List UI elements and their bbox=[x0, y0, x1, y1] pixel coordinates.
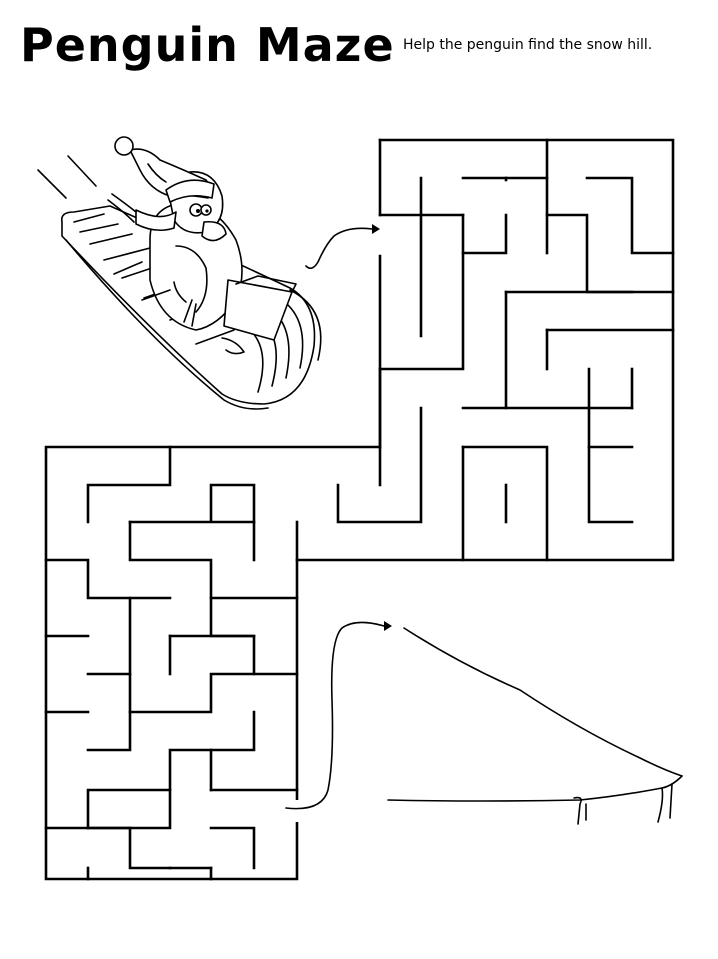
goal-arrow bbox=[285, 621, 392, 810]
maze-exit bbox=[295, 800, 301, 822]
maze-walls bbox=[44, 138, 675, 881]
penguin-on-sled-icon bbox=[37, 136, 322, 410]
page-title: Penguin Maze bbox=[20, 18, 395, 72]
start-arrow bbox=[305, 224, 380, 270]
instructions-text: Help the penguin find the snow hill. bbox=[403, 37, 653, 53]
snow-hill-icon bbox=[387, 627, 683, 825]
